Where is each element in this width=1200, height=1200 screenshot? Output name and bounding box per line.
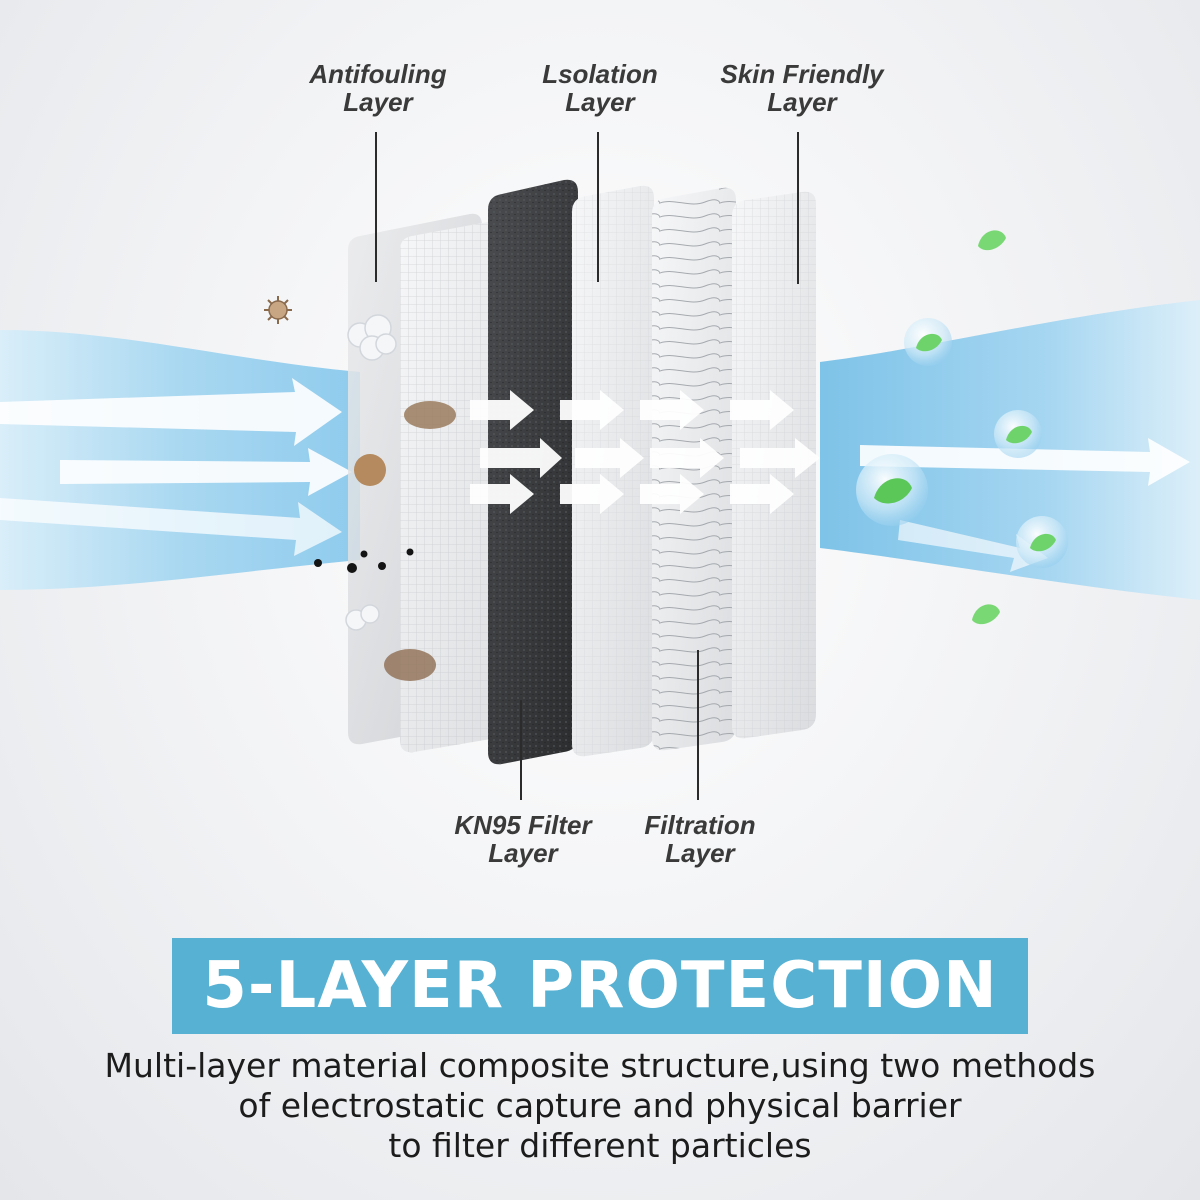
kn95-leader-line bbox=[520, 700, 522, 800]
incoming-air-arrows bbox=[0, 378, 352, 556]
virus-particle-icon bbox=[264, 296, 292, 324]
label-line: Layer bbox=[767, 87, 837, 117]
label-line: Lsolation bbox=[542, 59, 658, 89]
outgoing-air-arrows bbox=[860, 438, 1190, 572]
protection-banner: 5-LAYER PROTECTION bbox=[172, 938, 1028, 1034]
isolation-layer-label: Lsolation Layer bbox=[480, 60, 720, 116]
kn95-filter-layer-label: KN95 Filter Layer bbox=[403, 811, 643, 867]
antifouling-layer-label: Antifouling Layer bbox=[258, 60, 498, 116]
filter-diagram bbox=[0, 179, 1200, 765]
clean-air-bubbles bbox=[856, 318, 1068, 568]
label-line: Layer bbox=[665, 838, 735, 868]
skin-friendly-leader-line bbox=[797, 132, 799, 284]
leaf-icon bbox=[972, 604, 1000, 625]
isolation-leader-line bbox=[597, 132, 599, 282]
label-line: KN95 Filter bbox=[454, 810, 592, 840]
captured-particles bbox=[314, 314, 456, 681]
leaf-icon bbox=[978, 230, 1006, 251]
skin-friendly-layer-label: Skin Friendly Layer bbox=[682, 60, 922, 116]
antifouling-leader-line bbox=[375, 132, 377, 282]
label-line: Skin Friendly bbox=[720, 59, 884, 89]
label-line: Layer bbox=[488, 838, 558, 868]
label-line: Layer bbox=[565, 87, 635, 117]
incoming-airflow bbox=[0, 330, 360, 590]
label-line: Filtration bbox=[644, 810, 756, 840]
description-line: of electrostatic capture and physical ba… bbox=[238, 1086, 962, 1125]
description-line: Multi-layer material composite structure… bbox=[104, 1046, 1096, 1085]
description-line: to filter different particles bbox=[388, 1126, 812, 1165]
isolation-layer-sheet bbox=[572, 185, 654, 757]
description: Multi-layer material composite structure… bbox=[60, 1046, 1140, 1166]
filtration-layer-sheet bbox=[652, 187, 736, 751]
label-line: Layer bbox=[343, 87, 413, 117]
filtration-layer-label: Filtration Layer bbox=[580, 811, 820, 867]
banner-title: 5-LAYER PROTECTION bbox=[202, 949, 998, 1023]
label-line: Antifouling bbox=[309, 59, 447, 89]
filtration-leader-line bbox=[697, 650, 699, 800]
kn95-filter-layer-sheet bbox=[488, 179, 578, 765]
through-layer-arrows bbox=[470, 390, 820, 514]
